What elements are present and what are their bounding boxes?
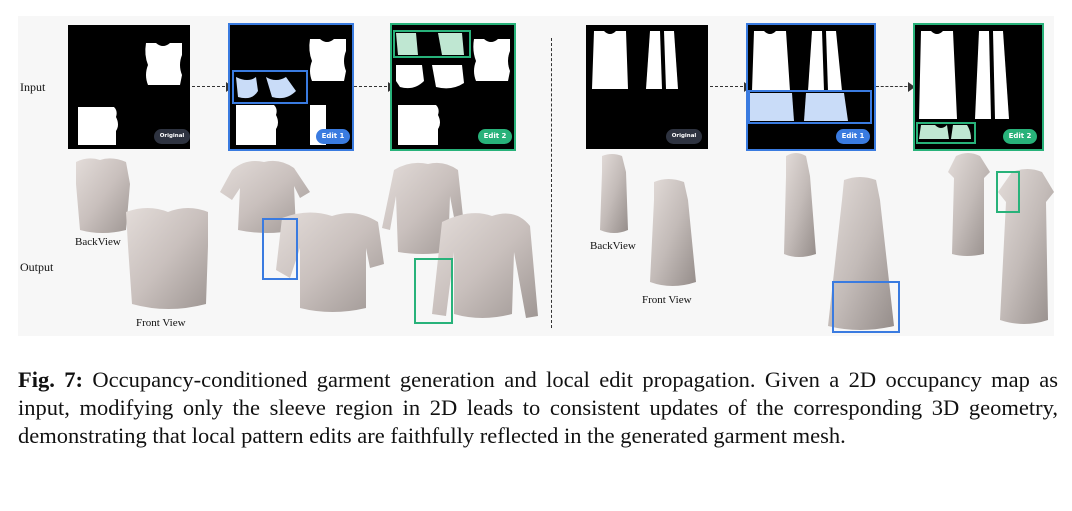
dress-front-view-label: Front View <box>642 294 692 306</box>
arrow-2-head <box>388 82 395 92</box>
tshirt-outputs <box>76 158 538 324</box>
section-divider <box>551 38 552 328</box>
arrow-1-head <box>226 82 233 92</box>
tshirt-edit1-map: Edit 1 <box>228 23 354 151</box>
output-row-label: Output <box>20 260 54 274</box>
arrow-3-head <box>744 82 751 92</box>
dress-original-map: Original <box>586 25 708 149</box>
original-badge: Original <box>154 129 190 144</box>
edit2-badge: Edit 2 <box>478 129 512 144</box>
caption-label: Fig. 7: <box>18 367 84 392</box>
dress-edit1-badge: Edit 1 <box>836 129 870 144</box>
dress-edit2-badge: Edit 2 <box>1003 129 1037 144</box>
input-row-label: Input <box>20 80 46 94</box>
dress-back-view-label: BackView <box>590 240 636 252</box>
tshirt-edit2-map: Edit 2 <box>390 23 516 151</box>
figure-panel: Input Output Original Edit 1 <box>18 16 1054 336</box>
dress-original-badge: Original <box>666 129 702 144</box>
arrow-1 <box>192 86 230 87</box>
tshirt-back-view-label: BackView <box>75 236 121 248</box>
caption-text: Occupancy-conditioned garment generation… <box>18 367 1058 448</box>
dress-outputs <box>600 153 1054 333</box>
arrow-2 <box>354 86 392 87</box>
arrow-3 <box>710 86 748 87</box>
edit1-badge: Edit 1 <box>316 129 350 144</box>
figure-caption: Fig. 7: Occupancy-conditioned garment ge… <box>18 366 1058 450</box>
tshirt-original-map: Original <box>68 25 190 149</box>
dress-edit1-map: Edit 1 <box>746 23 876 151</box>
dress-edit2-map: Edit 2 <box>913 23 1044 151</box>
arrow-4-head <box>908 82 915 92</box>
arrow-4 <box>876 86 912 87</box>
tshirt-front-view-label: Front View <box>136 317 186 329</box>
